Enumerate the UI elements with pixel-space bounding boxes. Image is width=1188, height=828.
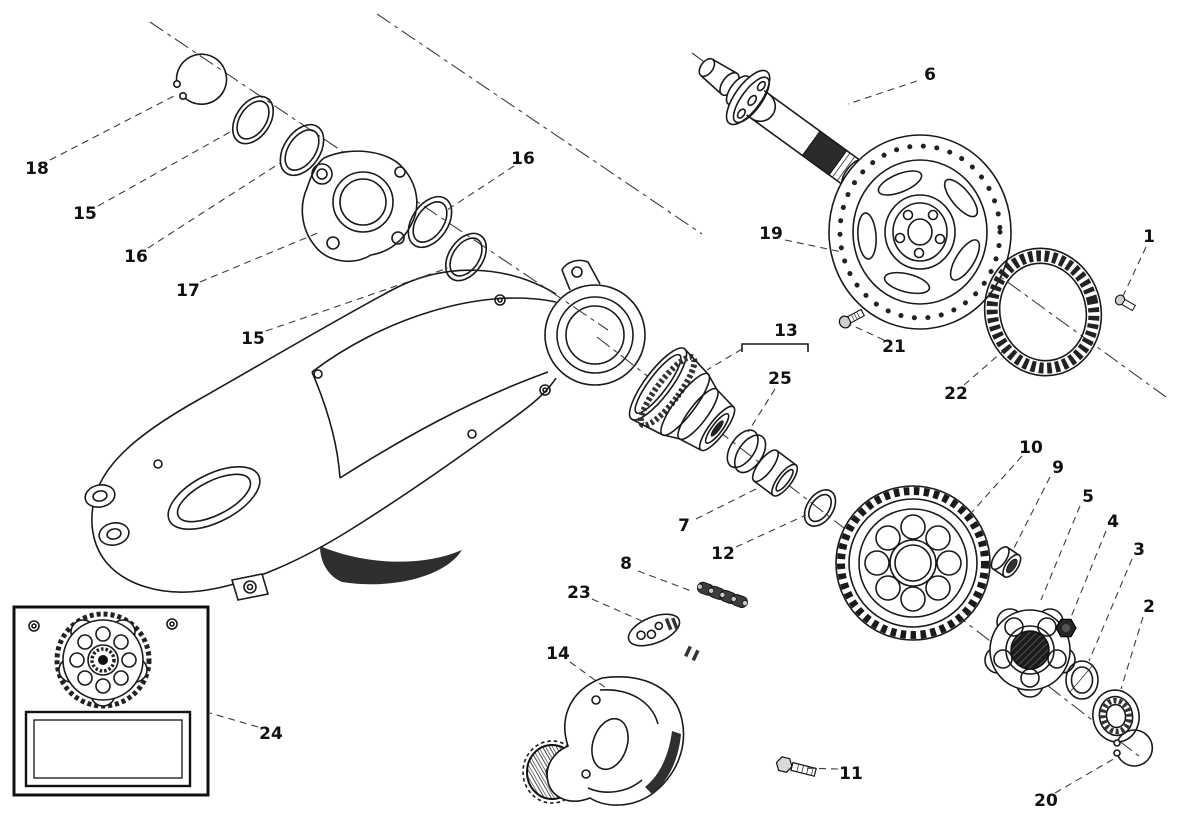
part-label-24: 24 [259,724,283,744]
leader-lines [49,80,1147,794]
part-label-3: 3 [1133,540,1145,560]
part-label-18: 18 [25,159,49,179]
part-label-8: 8 [620,554,632,574]
part-label-25: 25 [768,369,792,389]
part-brake-caliper-bracket-17 [301,150,418,262]
part-label-21: 21 [882,337,906,357]
part-label-6: 6 [924,65,936,85]
part-label-16a: 16 [124,247,148,267]
part-disc-bolt-21 [838,308,866,329]
part-label-1: 1 [1143,227,1155,247]
part-label-5: 5 [1082,487,1094,507]
part-guard-bolt-11 [775,756,817,777]
part-circlip-20 [1113,729,1154,767]
part-labels: 18 15 16 17 15 16 6 19 1 21 22 13 25 10 … [25,65,1155,811]
part-masterlink-pins [684,645,700,662]
part-label-10: 10 [1019,438,1043,458]
part-label-17: 17 [176,281,200,301]
swingarm [84,259,646,601]
part-label-16b: 16 [511,149,535,169]
part-label-23: 23 [567,583,591,603]
part-bearing-9 [990,545,1022,579]
part-chain-links-8 [696,581,748,609]
part-bearing-2 [1092,689,1140,743]
part-label-15a: 15 [73,204,97,224]
part-label-15b: 15 [241,329,265,349]
label-13-bracket [741,343,809,352]
part-ring-16b [407,195,453,249]
part-nut-4 [1055,618,1077,638]
part-label-13: 13 [774,321,798,341]
part-label-2: 2 [1143,597,1155,617]
part-hub-flange-5 [984,608,1076,698]
part-ring-12 [803,489,837,527]
part-brake-disc-19 [828,134,1012,330]
part-masterlink-plate-23 [627,613,681,647]
part-label-7: 7 [678,516,690,536]
part-label-12: 12 [711,544,735,564]
part-ring-16a [279,123,325,177]
part-label-22: 22 [944,384,968,404]
part-chain-guard-14 [546,676,685,806]
part-abs-ring-22 [983,247,1103,377]
part-bolt-1 [1114,294,1137,312]
part-bushing-7 [751,449,799,497]
part-label-9: 9 [1052,458,1064,478]
part-label-14: 14 [546,644,570,664]
part-wheel-hub-13 [628,347,736,452]
part-rear-axle-6 [698,57,863,187]
inset-assembly-24 [12,605,210,797]
part-label-20: 20 [1034,791,1058,811]
part-ring-15a [231,95,275,145]
part-washer-3 [1065,660,1099,700]
part-ring-15b [444,232,488,282]
part-circlip-18 [173,53,228,106]
part-label-4: 4 [1107,512,1119,532]
part-rear-sprocket-10 [835,485,991,641]
part-label-19: 19 [759,224,783,244]
part-label-11: 11 [839,764,863,784]
